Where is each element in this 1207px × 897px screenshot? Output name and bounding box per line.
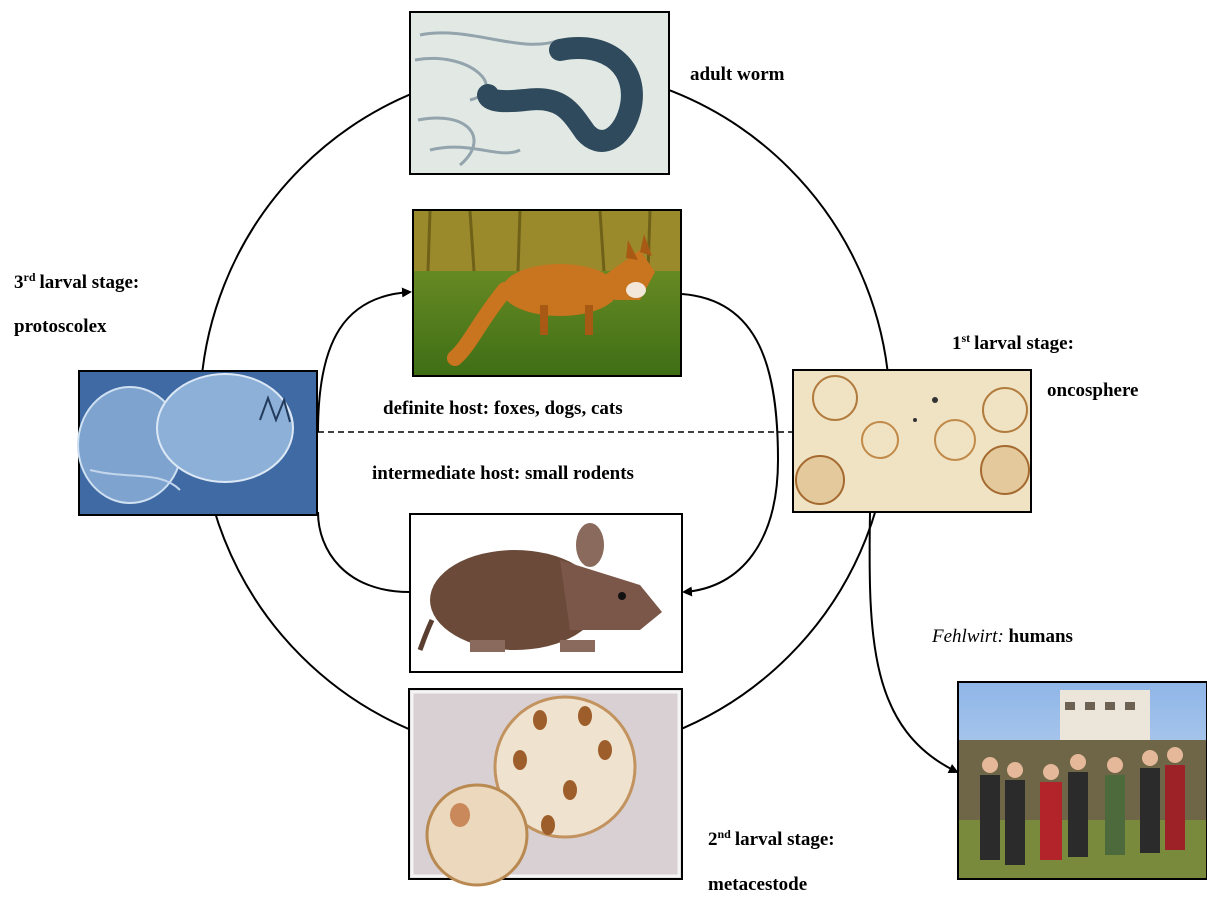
fehlwirt-term: Fehlwirt: xyxy=(931,626,1004,647)
metacestode-label: metacestode xyxy=(708,874,807,895)
first-stage-text: larval stage: xyxy=(974,333,1074,354)
third-stage-number: 3 xyxy=(14,272,24,293)
adult-worm-label: adult worm xyxy=(690,64,785,85)
oncosphere-image xyxy=(793,370,1031,512)
humans-group-photo xyxy=(958,682,1207,879)
arrow-fox-to-rodent xyxy=(682,294,778,592)
adult-worm-image xyxy=(410,12,669,174)
third-stage-text: larval stage: xyxy=(40,272,140,293)
mouse-image xyxy=(410,514,682,672)
first-stage-suffix: st xyxy=(962,331,971,345)
fox-image xyxy=(413,210,681,376)
intermediate-host-label: intermediate host: small rodents xyxy=(372,463,634,484)
humans-term: humans xyxy=(1004,626,1073,647)
protoscolex-image xyxy=(78,371,317,515)
third-stage-suffix: rd xyxy=(24,270,36,284)
second-stage-text: larval stage: xyxy=(735,829,835,850)
first-stage-number: 1 xyxy=(952,333,962,354)
third-stage-label: 3rd larval stage: xyxy=(14,270,139,293)
dead-end-host-label: Fehlwirt: humans xyxy=(931,626,1073,647)
definite-host-label: definite host: foxes, dogs, cats xyxy=(383,398,623,419)
arrow-rodent-to-protoscolex xyxy=(318,512,410,592)
second-stage-number: 2 xyxy=(708,829,718,850)
oncosphere-label: oncosphere xyxy=(1047,380,1138,401)
metacestode-image xyxy=(409,689,682,885)
second-stage-suffix: nd xyxy=(718,827,732,841)
protoscolex-label: protoscolex xyxy=(14,316,107,337)
